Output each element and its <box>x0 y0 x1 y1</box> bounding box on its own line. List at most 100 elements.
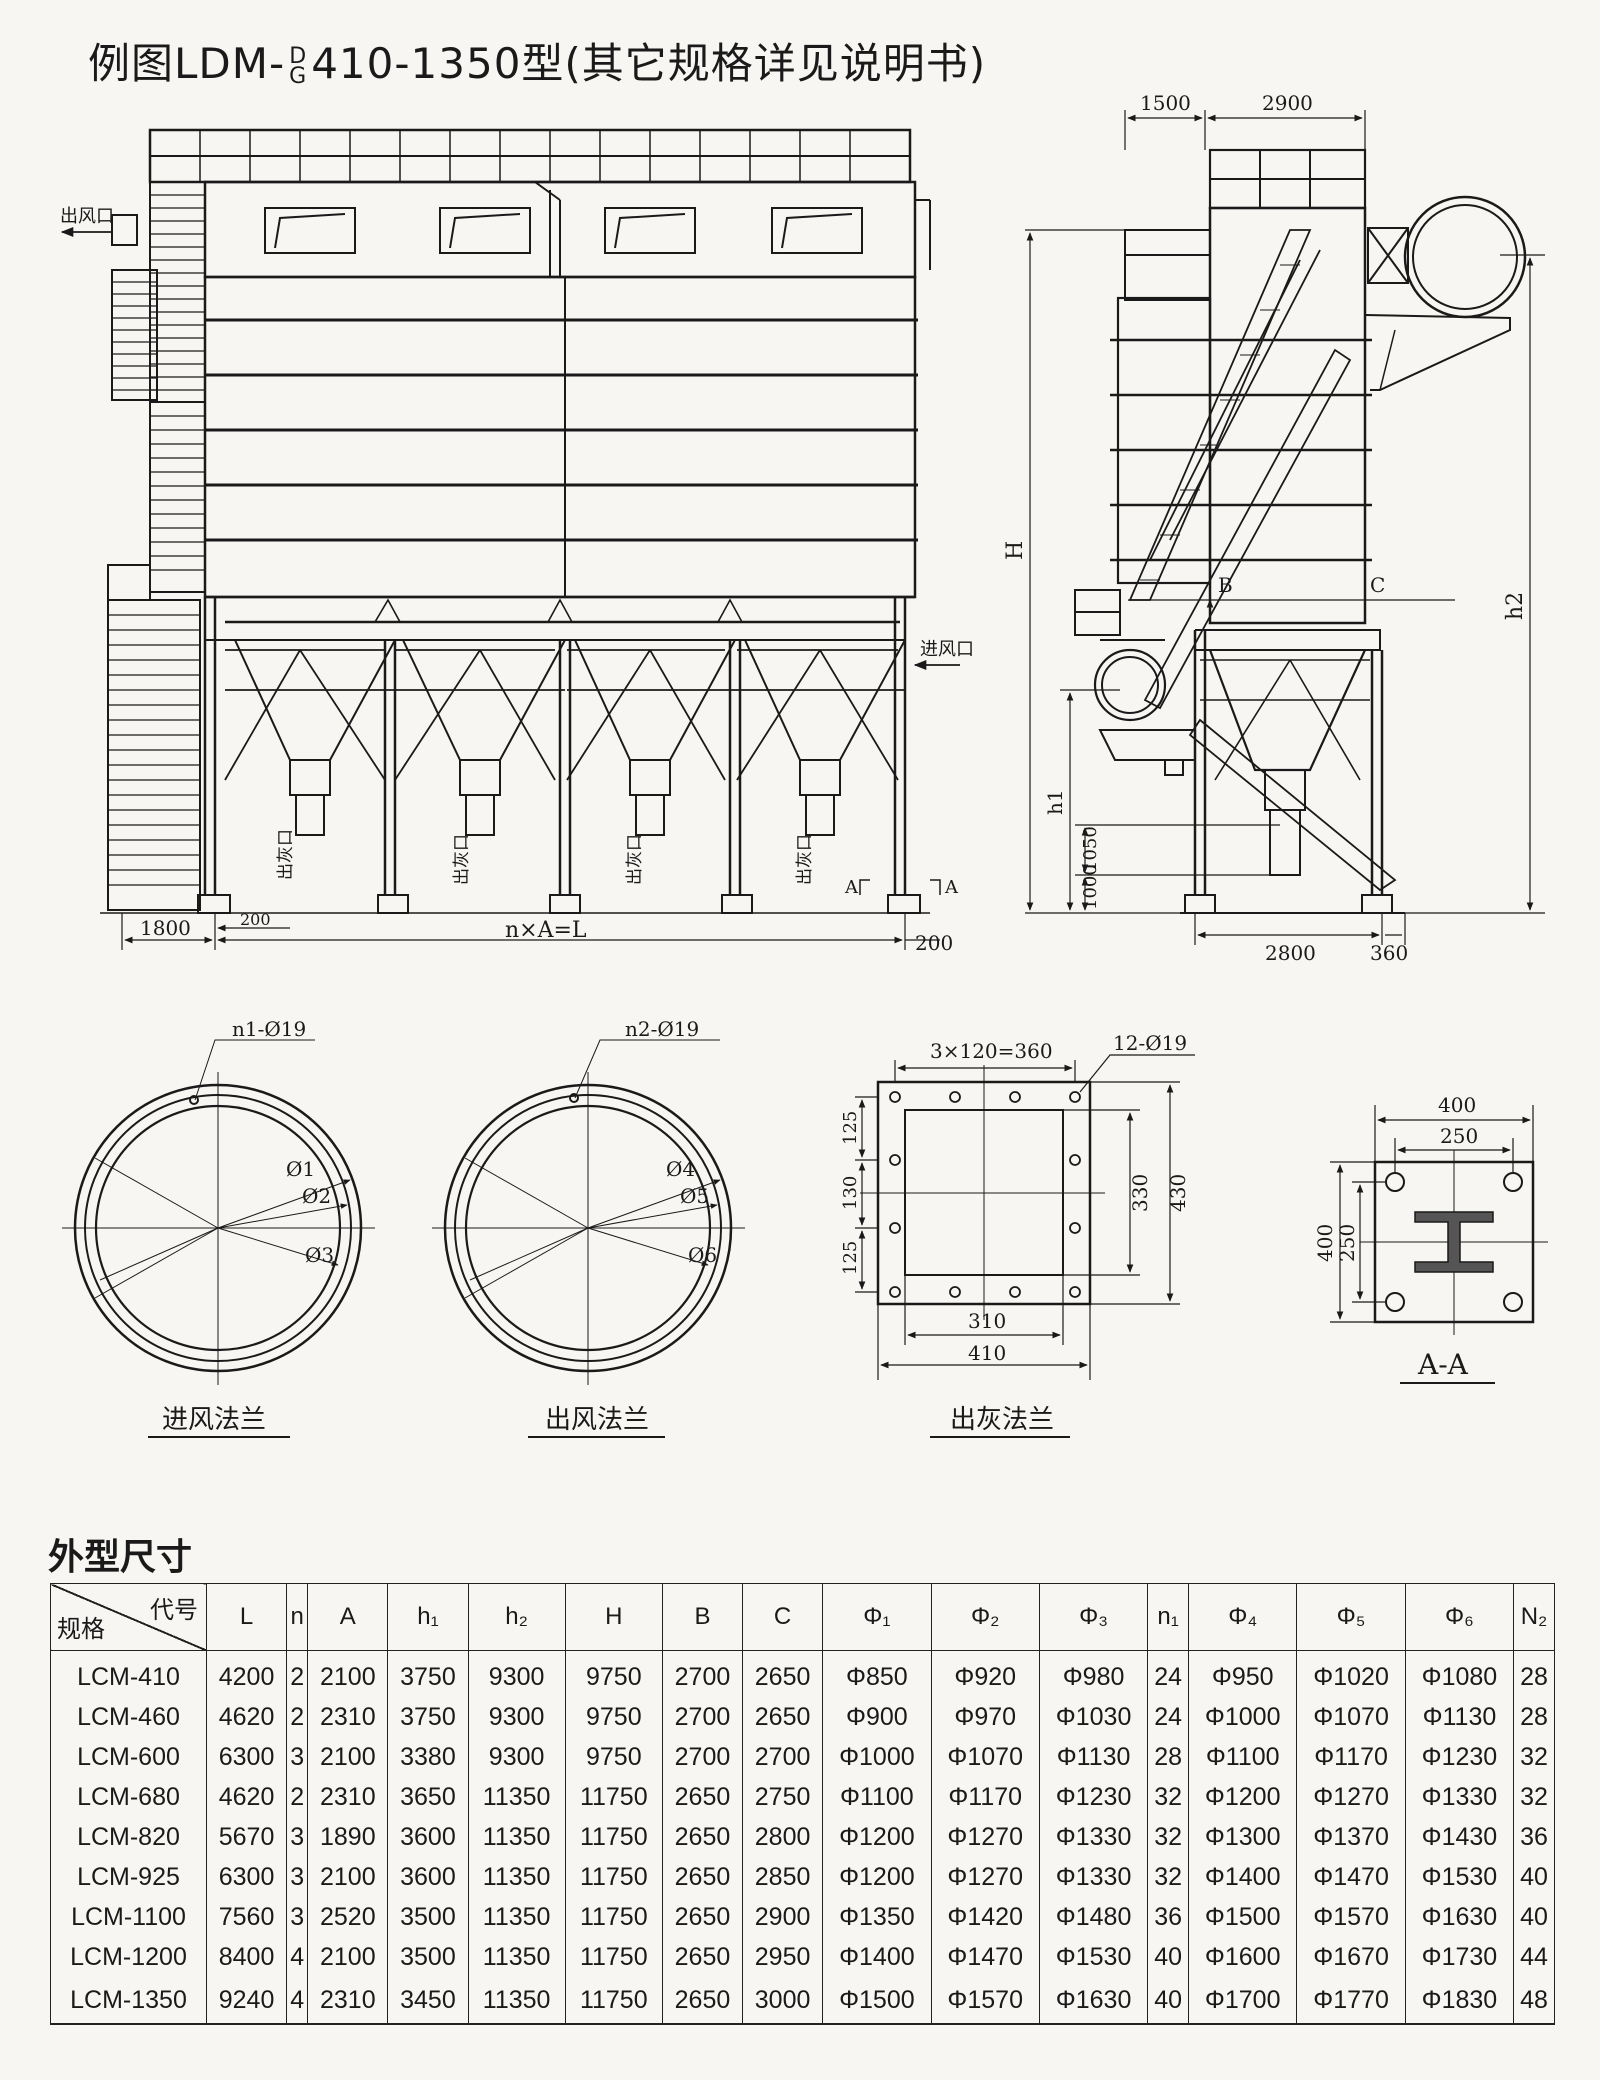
col-header: n <box>286 1583 309 1651</box>
value-cell: 11750 <box>564 1937 663 1977</box>
inlet-caption: 进风法兰 <box>162 1405 266 1435</box>
model-cell: LCM-1100 <box>50 1897 207 1937</box>
value-cell: 2700 <box>742 1737 824 1777</box>
value-cell: Φ1230 <box>1404 1737 1515 1777</box>
title-sup: D <box>289 43 308 69</box>
dim-B: B <box>1218 573 1233 597</box>
value-cell: Φ1670 <box>1296 1937 1406 1977</box>
corner-top-label: 代号 <box>150 1597 198 1624</box>
dim-H: H <box>1003 541 1028 560</box>
value-cell: Φ1230 <box>1038 1777 1149 1817</box>
value-cell: 2 <box>286 1777 309 1817</box>
value-cell: 2650 <box>742 1697 824 1737</box>
value-cell: Φ1600 <box>1188 1937 1298 1977</box>
col-header: h₂ <box>467 1583 566 1651</box>
value-cell: Φ1430 <box>1404 1817 1515 1857</box>
value-cell: 3000 <box>742 1977 824 2025</box>
value-cell: 2750 <box>742 1777 824 1817</box>
value-cell: 11350 <box>467 1897 566 1937</box>
value-cell: Φ1070 <box>1296 1697 1406 1737</box>
value-cell: 2650 <box>661 1817 744 1857</box>
inlet-flange: n1-Ø19 Ø1 Ø2 Ø3 进风法兰 <box>62 1017 375 1438</box>
value-cell: 2310 <box>307 1977 389 2025</box>
value-cell: Φ1000 <box>822 1737 932 1777</box>
section-aa: 400 250 400 250 A-A <box>1313 1093 1548 1384</box>
col-header: C <box>742 1583 824 1651</box>
ash-label-2: 出灰口 <box>452 834 472 885</box>
value-cell: 11750 <box>564 1897 663 1937</box>
aa-400-side: 400 <box>1313 1224 1337 1262</box>
value-cell: 6300 <box>205 1857 288 1897</box>
col-header: Φ₂ <box>930 1583 1040 1651</box>
side-view: 1500 2900 <box>1003 91 1545 965</box>
value-cell: 2 <box>286 1650 309 1697</box>
value-cell: Φ1570 <box>930 1977 1040 2025</box>
model-cell: LCM-925 <box>50 1857 207 1897</box>
value-cell: Φ1420 <box>930 1897 1040 1937</box>
corner-bottom-label: 规格 <box>57 1616 105 1643</box>
table-heading: 外型尺寸 <box>48 1537 193 1578</box>
value-cell: 32 <box>1147 1857 1190 1897</box>
col-header: B <box>661 1583 744 1651</box>
outlet-label: 出风口 <box>60 206 114 227</box>
inlet-d3: Ø3 <box>305 1243 334 1267</box>
value-cell: 28 <box>1513 1650 1555 1697</box>
col-header: A <box>307 1583 389 1651</box>
value-cell: 3650 <box>387 1777 469 1817</box>
table-header-row: 代号规格 L n A h₁ h₂ H B C Φ₁ Φ₂ Φ₃ n₁ Φ₄ Φ₅… <box>50 1583 1555 1651</box>
value-cell: 4200 <box>205 1650 288 1697</box>
value-cell: 9750 <box>564 1650 663 1697</box>
value-cell: 2100 <box>307 1937 389 1977</box>
value-cell: Φ1830 <box>1404 1977 1515 2025</box>
value-cell: 11350 <box>467 1817 566 1857</box>
model-cell: LCM-680 <box>50 1777 207 1817</box>
dim-h1: h1 <box>1043 789 1067 815</box>
value-cell: 4 <box>286 1977 309 2025</box>
section-mark-left: A <box>844 877 859 898</box>
value-cell: 2650 <box>661 1897 744 1937</box>
value-cell: Φ1770 <box>1296 1977 1406 2025</box>
value-cell: 2900 <box>742 1897 824 1937</box>
value-cell: 6300 <box>205 1737 288 1777</box>
ash-flange: 3×120=360 12-Ø19 125 130 125 330 430 310… <box>840 1031 1195 1438</box>
value-cell: 3 <box>286 1817 309 1857</box>
col-header: h₁ <box>387 1583 469 1651</box>
value-cell: 2100 <box>307 1650 389 1697</box>
ash-label-4: 出灰口 <box>795 834 815 885</box>
ash-310: 310 <box>968 1309 1006 1333</box>
value-cell: 2650 <box>661 1857 744 1897</box>
value-cell: Φ1500 <box>1188 1897 1298 1937</box>
model-cell: LCM-410 <box>50 1650 207 1697</box>
value-cell: 48 <box>1513 1977 1555 2025</box>
value-cell: 36 <box>1513 1817 1555 1857</box>
value-cell: 3500 <box>387 1897 469 1937</box>
value-cell: 2850 <box>742 1857 824 1897</box>
inlet-d2: Ø2 <box>302 1184 331 1208</box>
aa-400-top: 400 <box>1438 1093 1476 1117</box>
value-cell: 24 <box>1147 1650 1190 1697</box>
value-cell: Φ920 <box>930 1650 1040 1697</box>
value-cell: 44 <box>1513 1937 1555 1977</box>
value-cell: Φ1080 <box>1404 1650 1515 1697</box>
value-cell: 2650 <box>661 1977 744 2025</box>
value-cell: Φ1370 <box>1296 1817 1406 1857</box>
ash-125-bottom: 125 <box>840 1241 861 1275</box>
inlet-holes: n1-Ø19 <box>232 1017 306 1041</box>
value-cell: 3380 <box>387 1737 469 1777</box>
value-cell: Φ1530 <box>1404 1857 1515 1897</box>
value-cell: 2700 <box>661 1650 744 1697</box>
value-cell: 3750 <box>387 1650 469 1697</box>
value-cell: 2800 <box>742 1817 824 1857</box>
value-cell: 2650 <box>661 1937 744 1977</box>
dim-2800: 2800 <box>1265 941 1316 965</box>
value-cell: 2520 <box>307 1897 389 1937</box>
value-cell: 11350 <box>467 1937 566 1977</box>
value-cell: 5670 <box>205 1817 288 1857</box>
col-header: Φ₄ <box>1188 1583 1298 1651</box>
